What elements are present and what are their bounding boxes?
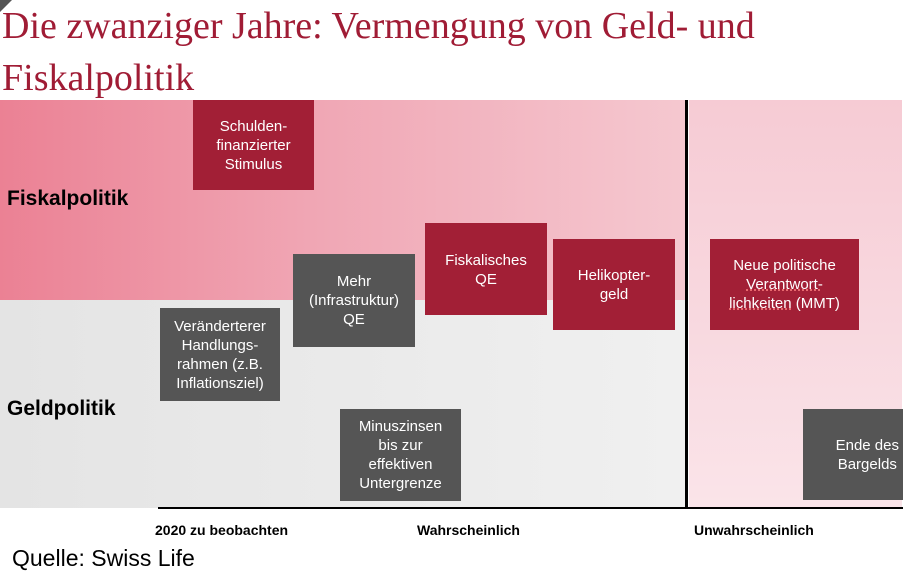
box-new-political-responsibilities: Neue politische Verantwort- lichkeiten (… (710, 239, 859, 330)
box-negative-rates: Minuszinsen bis zur effektiven Untergren… (340, 409, 461, 501)
horizontal-axis-line (158, 507, 903, 509)
likely-unlikely-divider (685, 100, 688, 509)
mmt-line-3-underlined: lichkeiten (729, 295, 792, 312)
row-label-fiscal: Fiskalpolitik (7, 187, 129, 210)
mmt-line-3-rest: (MMT) (791, 295, 840, 312)
mmt-line-2: Verantwort- (746, 276, 823, 293)
page-title: Die zwanziger Jahre: Vermengung von Geld… (2, 5, 755, 99)
box-fiscal-qe: Fiskalisches QE (425, 223, 547, 315)
axis-label-now: 2020 zu beobachten (155, 522, 289, 538)
axis-label-unlikely: Unwahrscheinlich (694, 522, 814, 538)
mmt-line-1: Neue politische (733, 257, 836, 274)
box-end-of-cash: Ende des Bargelds (803, 409, 903, 500)
box-infrastructure-qe: Mehr (Infrastruktur) QE (293, 254, 415, 347)
corner-marker-icon (0, 0, 12, 12)
mmt-line-3: lichkeiten (MMT) (729, 294, 840, 313)
source-note: Quelle: Swiss Life (12, 545, 195, 571)
row-label-monetary: Geldpolitik (7, 397, 116, 420)
box-helicopter-money: Helikopter- geld (553, 239, 675, 330)
box-debt-financed-stimulus: Schulden- finanzierter Stimulus (193, 100, 314, 190)
axis-label-likely: Wahrscheinlich (417, 522, 520, 538)
box-changed-framework: Veränderterer Handlungs- rahmen (z.B. In… (160, 308, 280, 401)
